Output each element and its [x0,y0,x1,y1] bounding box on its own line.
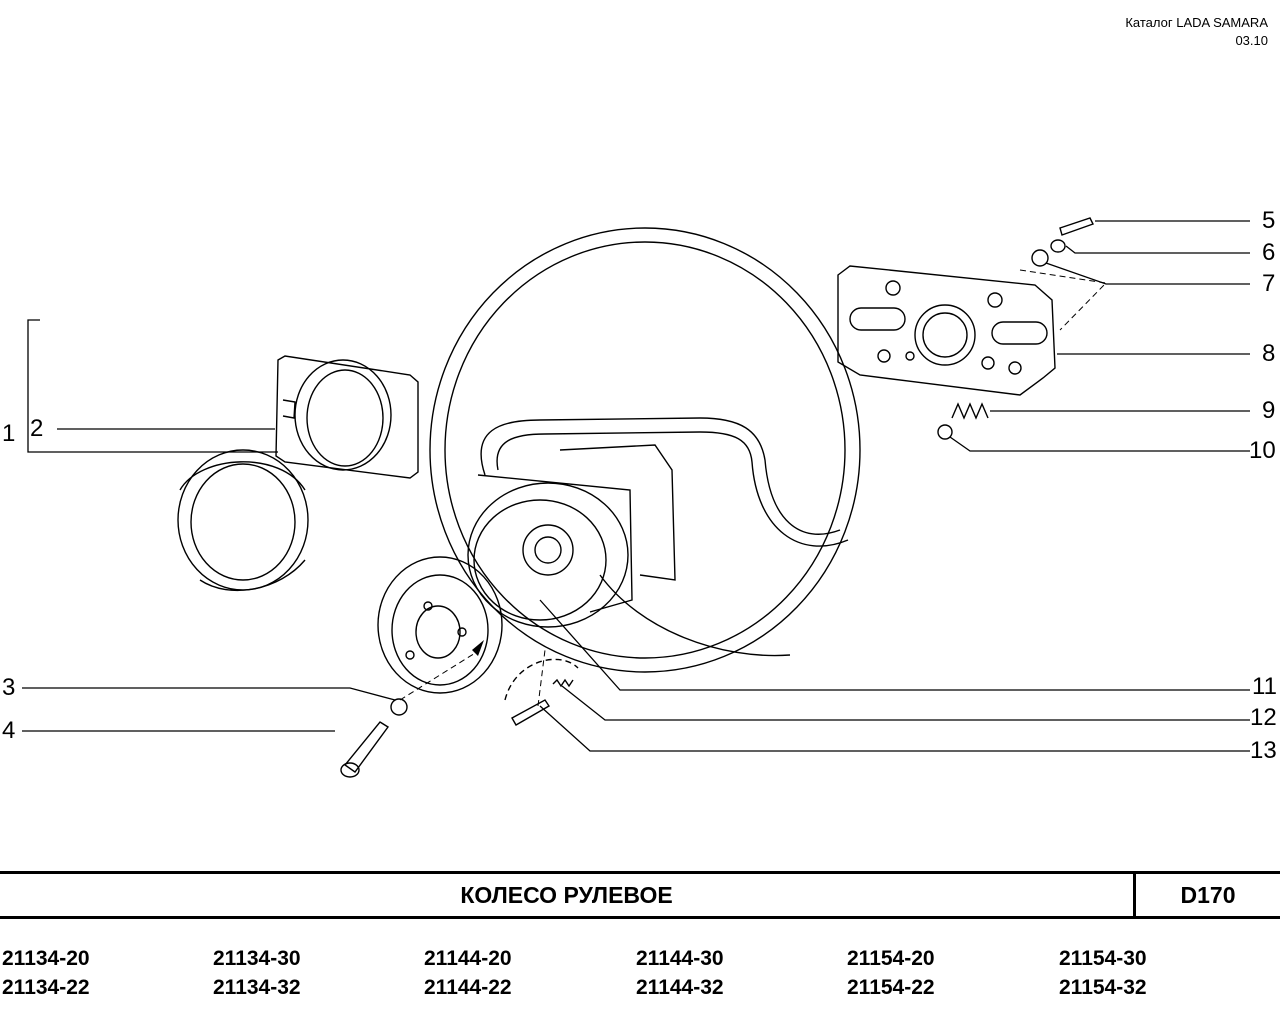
callout-12: 12 [1250,704,1277,731]
part-12-spring [552,678,574,688]
part-5-screw [1059,217,1094,236]
model-column: 21154-20 21154-22 [847,944,935,1002]
model-code: 21144-22 [424,976,512,999]
part-3-washer [390,698,408,716]
model-column: 21144-30 21144-32 [636,944,724,1002]
part-9-spring [951,402,989,420]
part-4-bolt [340,721,390,778]
model-code: 21134-30 [213,947,301,970]
model-column: 21144-20 21144-22 [424,944,512,1002]
steering-wheel [429,227,861,673]
model-code: 21134-20 [2,947,90,970]
part-13-pin [511,699,550,726]
model-code: 21134-32 [213,976,301,999]
model-code: 21154-30 [1059,947,1147,970]
model-code: 21154-32 [1059,976,1147,999]
callout-7: 7 [1262,270,1276,297]
model-column: 21154-30 21154-32 [1059,944,1147,1002]
title-divider [1133,874,1136,916]
callout-6: 6 [1262,239,1276,266]
callout-4: 4 [2,717,16,744]
model-code: 21154-20 [847,947,935,970]
hub-cover [467,474,633,628]
arrow-icon [472,640,484,656]
part-10-washer [937,424,953,440]
catalog-date: 03.10 [1235,33,1268,48]
section-code: D170 [1180,882,1236,908]
model-code: 21134-22 [2,976,90,999]
catalog-name: Каталог LADA SAMARA [1125,15,1268,30]
model-list: 21134-20 21134-22 21134-30 21134-32 2114… [0,944,1280,1004]
part-7-bushing [1031,249,1049,267]
callout-1: 1 [2,420,16,447]
callout-10: 10 [1249,437,1276,464]
callout-11: 11 [1252,673,1277,700]
model-column: 21134-30 21134-32 [213,944,301,1002]
model-code: 21154-22 [847,976,935,999]
part-6-nut [1050,239,1066,253]
title-bar: КОЛЕСО РУЛЕВОЕ D170 [0,871,1280,919]
contact-disc [377,556,503,694]
model-code: 21144-30 [636,947,724,970]
callout-2: 2 [30,415,44,442]
model-code: 21144-20 [424,947,512,970]
callout-9: 9 [1262,397,1276,424]
callout-13: 13 [1250,737,1277,764]
catalog-header: Каталог LADA SAMARA 03.10 [1125,14,1268,50]
exploded-view-diagram [22,217,1250,778]
part-2-bracket [275,355,419,479]
part-1-ring [177,449,309,592]
part-8-plate [837,265,1056,396]
page-title: КОЛЕСО РУЛЕВОЕ [460,882,673,908]
callout-8: 8 [1262,340,1276,367]
model-column: 21134-20 21134-22 [2,944,90,1002]
model-code: 21144-32 [636,976,724,999]
callout-5: 5 [1262,207,1276,234]
callout-3: 3 [2,674,16,701]
